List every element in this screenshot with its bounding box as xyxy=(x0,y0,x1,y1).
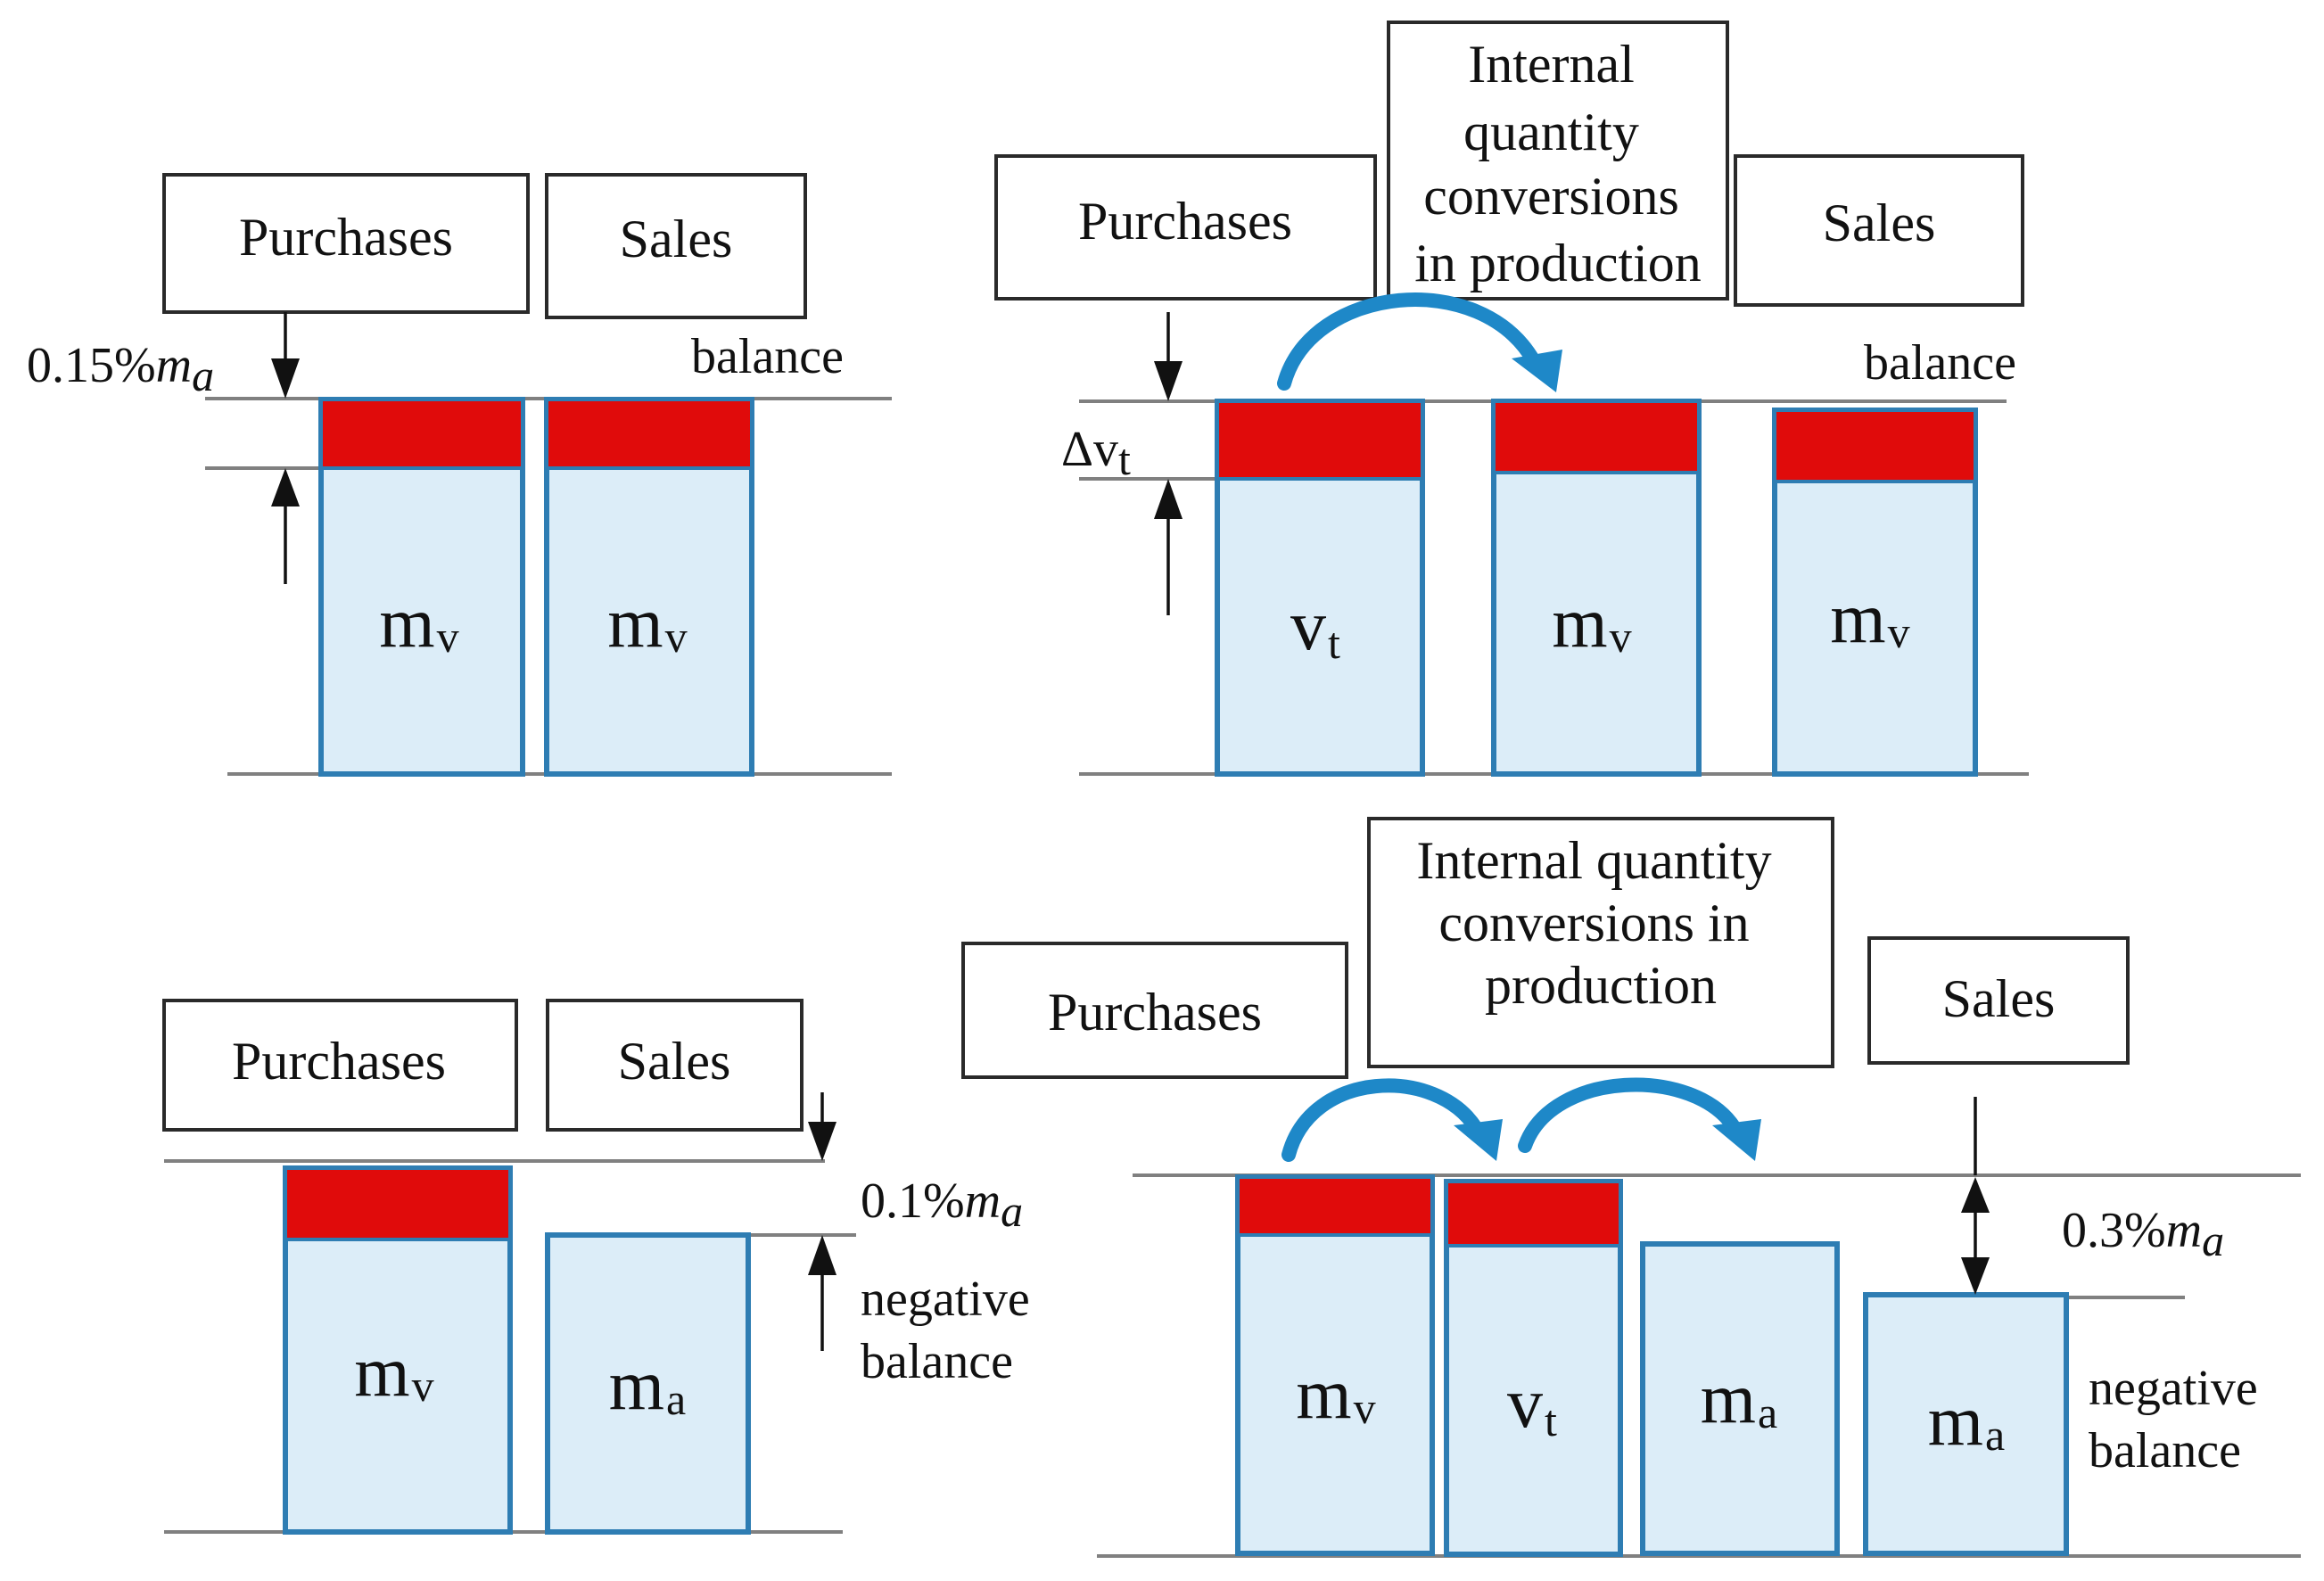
conversion-box xyxy=(1367,817,1834,1068)
arrow-head-up xyxy=(1154,479,1183,519)
flow-arrow-purchases-to-conversion xyxy=(1277,292,1541,391)
bar-purchases-stock xyxy=(1235,1174,1435,1556)
bar-purchases-excess xyxy=(1216,399,1424,481)
negative-balance-label: negative balance xyxy=(861,1272,1043,1389)
conversion-box xyxy=(1387,21,1729,301)
panel-a: Purchases Sales balance mv mv 0.15%ma xyxy=(27,173,892,777)
sales-box xyxy=(545,173,807,319)
bar3-label: ma xyxy=(1701,1360,1777,1438)
tolerance-label: 0.3%ma xyxy=(2062,1203,2224,1265)
arrow-head-up xyxy=(808,1235,836,1275)
bar-purchases-excess xyxy=(319,398,524,470)
panel-c: Purchases Sales mv ma 0.1%ma negative ba… xyxy=(162,999,1043,1535)
sales-label: Sales xyxy=(1942,969,2056,1028)
sales-box xyxy=(546,999,804,1132)
bar2-label: ma xyxy=(609,1346,686,1425)
bar1-label: mv xyxy=(354,1333,433,1412)
bar1-label: vt xyxy=(1290,587,1340,668)
conversion-label: Internal quantity conversions in product… xyxy=(1416,831,1784,1015)
purchases-label: Purchases xyxy=(239,208,453,267)
conversion-label: Internal quantity conversions in product… xyxy=(1414,35,1702,292)
arrow-head-up xyxy=(1961,1177,1990,1213)
purchases-box xyxy=(994,154,1377,301)
flow-arrow-purchases-to-conversion xyxy=(1281,1078,1483,1162)
flow-arrow-head xyxy=(1512,350,1562,392)
tolerance-label: 0.1%ma xyxy=(861,1173,1023,1236)
bar1-label: mv xyxy=(1296,1355,1375,1434)
arrow-head-down xyxy=(1961,1257,1990,1295)
sales-label: Sales xyxy=(1823,194,1936,252)
arrow-head-down xyxy=(271,358,300,399)
purchases-box xyxy=(162,999,518,1132)
purchases-box xyxy=(961,942,1348,1079)
arrow-head-down xyxy=(808,1122,836,1161)
bar-purchases-excess xyxy=(284,1166,512,1241)
bar2-label: vt xyxy=(1507,1364,1557,1445)
sales-label: Sales xyxy=(620,210,733,268)
panel-d: Purchases Internal quantity conversions … xyxy=(961,817,2301,1558)
sales-box xyxy=(1734,154,2024,307)
bar-conversion-excess xyxy=(1445,1180,1622,1248)
sales-label: Sales xyxy=(618,1032,731,1091)
bar3-label: mv xyxy=(1830,580,1909,658)
negative-balance-label: negative balance xyxy=(2089,1361,2270,1478)
delta-label: Δvt xyxy=(1061,422,1131,484)
purchases-label: Purchases xyxy=(1078,192,1292,251)
bar-sales-excess xyxy=(1773,408,1977,483)
sales-box xyxy=(1867,936,2130,1065)
bar2-label: mv xyxy=(607,584,687,663)
arrow-head-down xyxy=(1154,361,1183,401)
purchases-label: Purchases xyxy=(232,1032,446,1091)
bar2-label: mv xyxy=(1552,584,1631,663)
purchases-box xyxy=(162,173,530,314)
arrow-head-up xyxy=(271,468,300,506)
bar-sales-stock xyxy=(545,1232,751,1535)
balance-label: balance xyxy=(1864,335,2016,391)
flow-arrow-head xyxy=(1454,1119,1503,1161)
bar-purchases-excess xyxy=(1236,1175,1434,1237)
purchases-label: Purchases xyxy=(1048,983,1262,1042)
bar-sales-excess xyxy=(545,398,754,470)
bar-conversion-excess xyxy=(1492,399,1701,474)
balance-label: balance xyxy=(691,329,844,384)
bar-sales-stock xyxy=(1863,1292,2069,1556)
bar-conversion2-stock xyxy=(1640,1241,1840,1556)
panel-b: Purchases Internal quantity conversions … xyxy=(994,21,2029,777)
bar4-label: ma xyxy=(1928,1382,2005,1461)
flow-arrow-conversion-to-sales xyxy=(1518,1077,1742,1153)
tolerance-label: 0.15%ma xyxy=(27,338,214,400)
flow-arrow-head xyxy=(1712,1119,1761,1161)
bar1-label: mv xyxy=(379,584,458,663)
